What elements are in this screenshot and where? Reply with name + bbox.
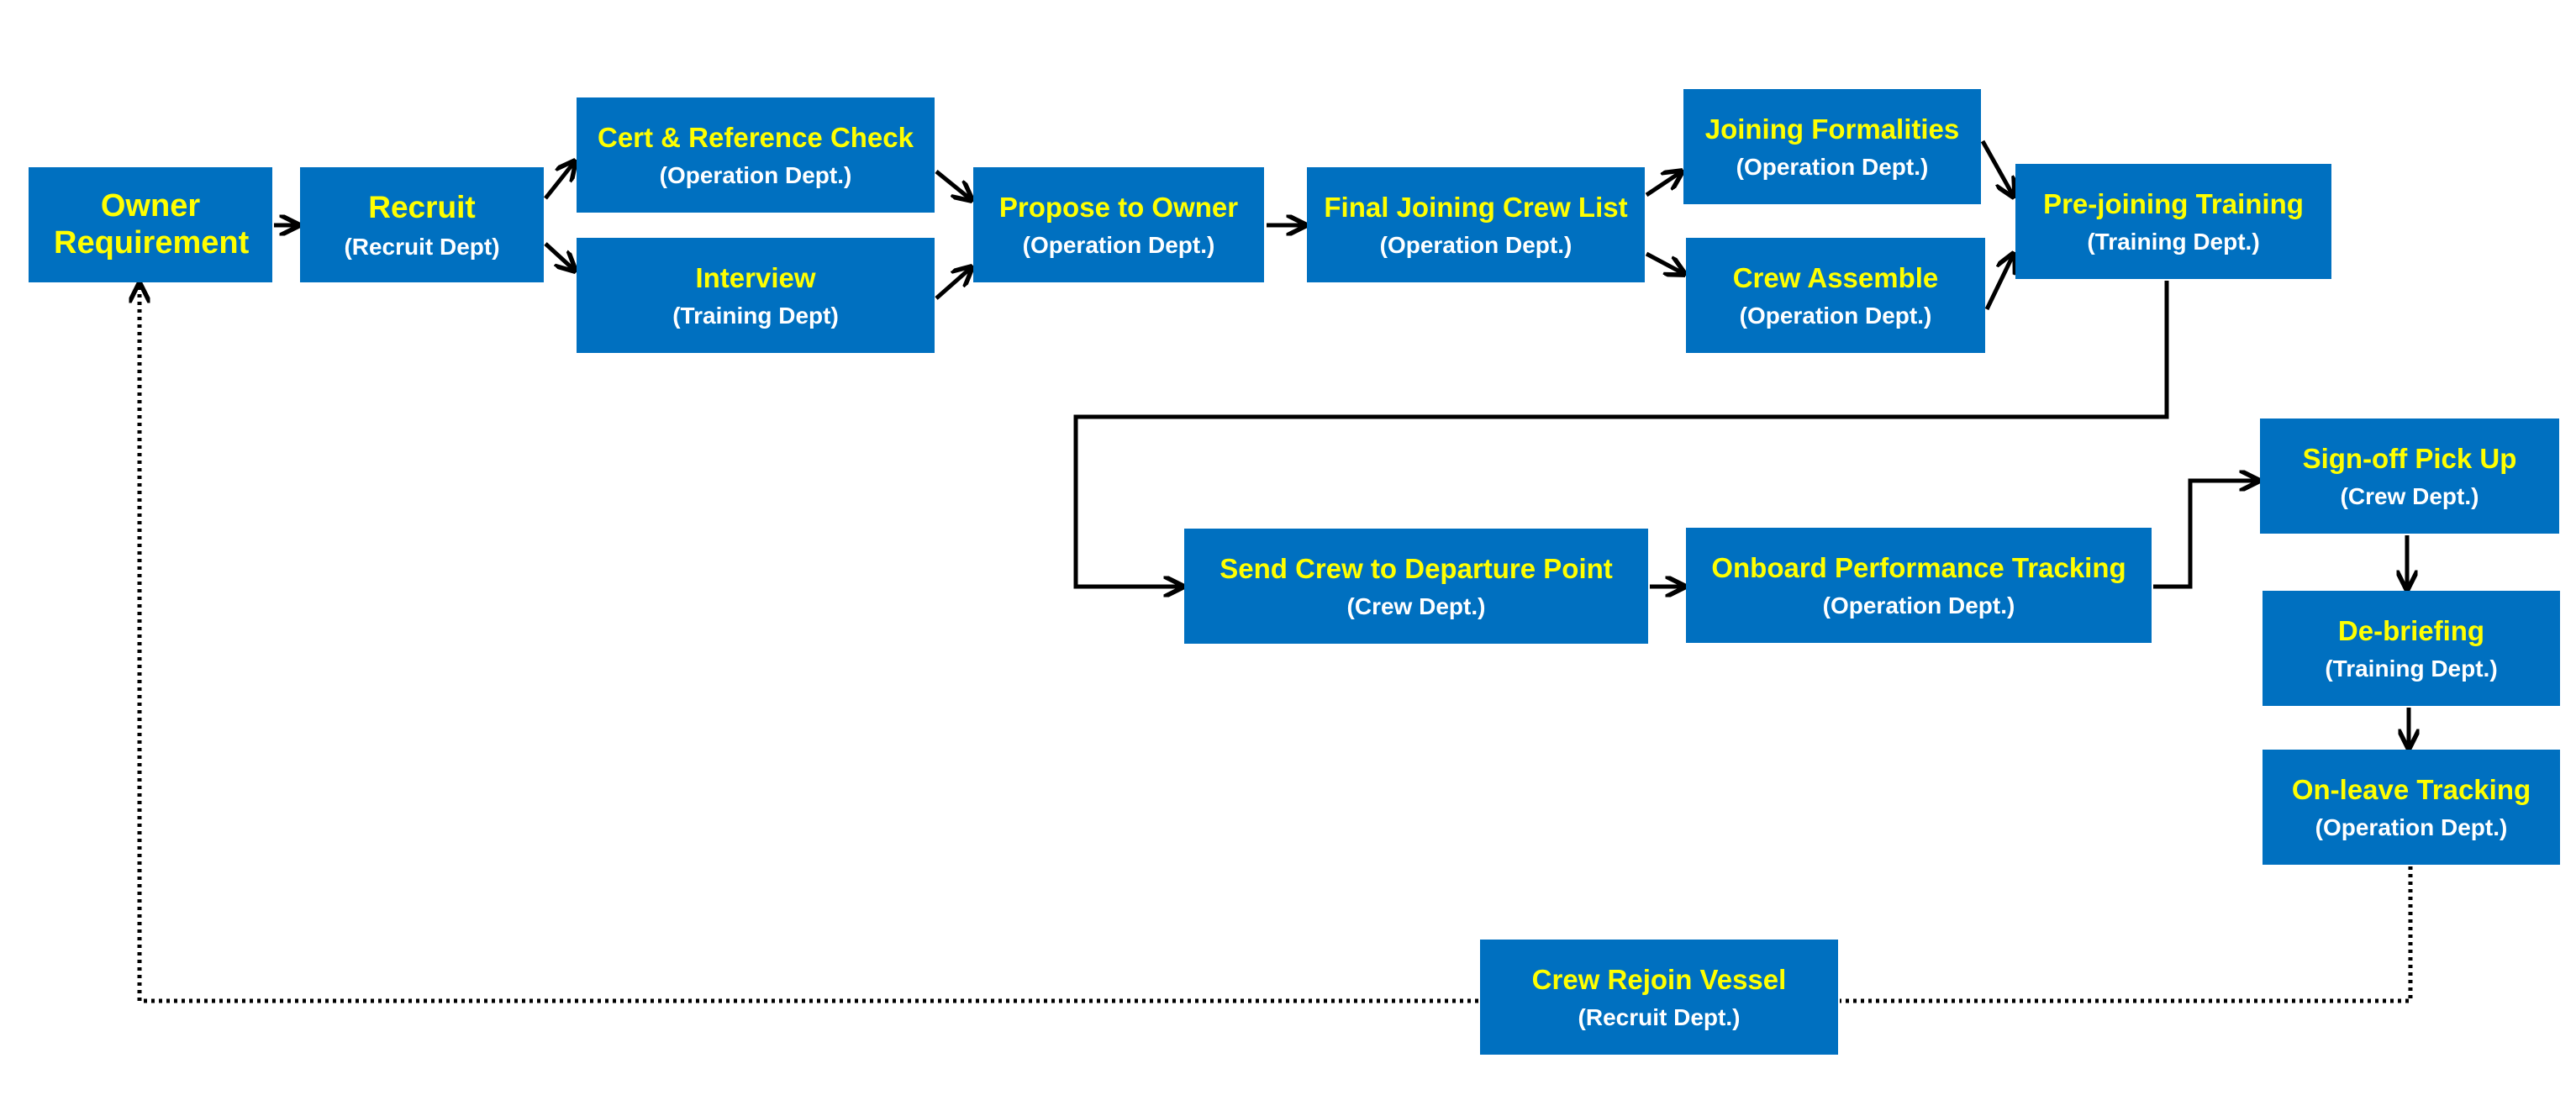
owner-requirement-box: Owner Requirement bbox=[29, 167, 272, 282]
node-title: Joining Formalities bbox=[1704, 113, 1960, 145]
node-title: De-briefing bbox=[2337, 615, 2485, 647]
arrow-onboard-to-signoff bbox=[2153, 481, 2258, 589]
node-title: Owner Requirement bbox=[54, 187, 250, 261]
pre-joining-training-box: Pre-joining Training (Training Dept.) bbox=[2015, 164, 2331, 279]
arrow-final-to-assemble bbox=[1645, 251, 1684, 274]
node-title: Cert & Reference Check bbox=[598, 122, 914, 154]
node-title: Onboard Performance Tracking bbox=[1711, 552, 2126, 584]
crew-assemble-box: Crew Assemble (Operation Dept.) bbox=[1686, 238, 1985, 353]
onboard-performance-tracking-box: Onboard Performance Tracking (Operation … bbox=[1686, 528, 2152, 643]
propose-to-owner-box: Propose to Owner (Operation Dept.) bbox=[973, 167, 1264, 282]
node-title: Pre-joining Training bbox=[2043, 188, 2304, 220]
node-department: (Operation Dept.) bbox=[1022, 231, 1215, 258]
node-department: (Operation Dept.) bbox=[1822, 592, 2015, 619]
node-department: (Operation Dept.) bbox=[1739, 302, 1932, 329]
dotted-onleave-to-rejoin bbox=[1840, 866, 2413, 1003]
node-department: (Recruit Dept) bbox=[344, 234, 500, 261]
on-leave-tracking-box: On-leave Tracking (Operation Dept.) bbox=[2263, 750, 2560, 865]
node-department: (Operation Dept.) bbox=[2315, 813, 2508, 840]
node-department: (Operation Dept.) bbox=[1736, 153, 1929, 180]
crew-rejoin-vessel-box: Crew Rejoin Vessel (Recruit Dept.) bbox=[1480, 940, 1838, 1055]
final-joining-crew-list-box: Final Joining Crew List (Operation Dept.… bbox=[1307, 167, 1645, 282]
node-title: Crew Rejoin Vessel bbox=[1531, 964, 1787, 996]
joining-formalities-box: Joining Formalities (Operation Dept.) bbox=[1683, 89, 1981, 204]
cert-reference-check-box: Cert & Reference Check (Operation Dept.) bbox=[577, 97, 935, 213]
node-title: Sign-off Pick Up bbox=[2302, 443, 2517, 475]
arrow-joining-to-prejoin bbox=[1980, 140, 2014, 197]
arrow-prejoin-to-send bbox=[1073, 281, 2169, 587]
node-department: (Training Dept.) bbox=[2087, 228, 2260, 255]
arrow-interview-to-propose bbox=[935, 267, 972, 300]
node-title: Propose to Owner bbox=[998, 192, 1239, 224]
arrow-recruit-to-cert bbox=[544, 161, 575, 200]
node-department: (Training Dept.) bbox=[2325, 655, 2498, 682]
dotted-arrow-rejoin-to-owner bbox=[140, 284, 1478, 1003]
node-department: (Recruit Dept.) bbox=[1578, 1003, 1741, 1030]
de-briefing-box: De-briefing (Training Dept.) bbox=[2263, 591, 2560, 706]
node-title: Recruit bbox=[368, 189, 476, 224]
arrow-final-to-joining bbox=[1645, 171, 1682, 197]
arrow-recruit-to-interview bbox=[544, 242, 575, 271]
node-department: (Crew Dept.) bbox=[1346, 592, 1486, 619]
arrow-cert-to-propose bbox=[935, 170, 972, 200]
node-department: (Operation Dept.) bbox=[1379, 231, 1572, 258]
node-title: Crew Assemble bbox=[1732, 262, 1939, 294]
node-department: (Operation Dept.) bbox=[659, 161, 852, 188]
node-title: Interview bbox=[695, 262, 816, 294]
node-title: Send Crew to Departure Point bbox=[1220, 553, 1613, 585]
node-department: (Crew Dept.) bbox=[2340, 482, 2479, 509]
send-crew-to-departure-point-box: Send Crew to Departure Point (Crew Dept.… bbox=[1184, 529, 1648, 644]
interview-box: Interview (Training Dept) bbox=[577, 238, 935, 353]
recruit-box: Recruit (Recruit Dept) bbox=[300, 167, 544, 282]
node-department: (Training Dept) bbox=[672, 302, 839, 329]
arrow-assemble-to-prejoin bbox=[1984, 254, 2014, 311]
node-title: On-leave Tracking bbox=[2291, 774, 2531, 806]
sign-off-pick-up-box: Sign-off Pick Up (Crew Dept.) bbox=[2260, 419, 2559, 534]
node-title: Final Joining Crew List bbox=[1324, 192, 1628, 224]
